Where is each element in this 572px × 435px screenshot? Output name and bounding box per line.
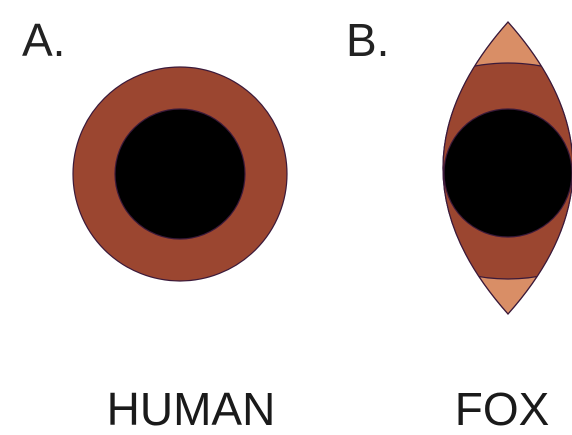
human-pupil [115,109,245,239]
fox-eye [368,22,572,314]
panel-fox: B. FOX [346,14,572,435]
caption-human: HUMAN [107,383,276,435]
fox-pupil [444,109,572,237]
panel-human: A. HUMAN [22,14,287,435]
panel-letter-a: A. [22,14,65,66]
panel-letter-b: B. [346,14,389,66]
human-eye [73,67,287,281]
caption-fox: FOX [455,383,550,435]
